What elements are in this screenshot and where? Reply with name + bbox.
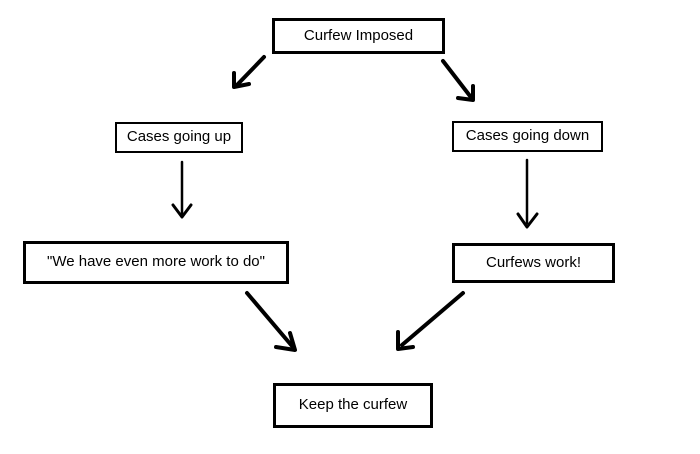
arrow-more-work-to-keep-curfew xyxy=(245,291,297,352)
arrow-curfews-work-to-keep-curfew xyxy=(396,291,465,351)
node-cases-going-down: Cases going down xyxy=(452,121,603,152)
node-curfews-work: Curfews work! xyxy=(452,243,615,283)
arrow-curfew-to-cases-down xyxy=(441,59,475,102)
node-curfew-imposed-label: Curfew Imposed xyxy=(303,26,414,44)
node-curfews-work-label: Curfews work! xyxy=(485,253,582,271)
arrow-curfew-to-cases-up xyxy=(232,55,266,89)
arrow-cases-up-to-more-work xyxy=(171,160,193,219)
node-curfew-imposed: Curfew Imposed xyxy=(272,18,445,54)
node-keep-the-curfew: Keep the curfew xyxy=(273,383,433,428)
node-cases-going-down-label: Cases going down xyxy=(465,127,590,145)
node-keep-the-curfew-label: Keep the curfew xyxy=(298,396,408,414)
node-cases-going-up: Cases going up xyxy=(115,122,243,153)
arrow-cases-down-to-curfews-work xyxy=(516,158,539,229)
node-cases-going-up-label: Cases going up xyxy=(126,128,232,146)
node-more-work-to-do: "We have even more work to do" xyxy=(23,241,289,284)
node-more-work-to-do-label: "We have even more work to do" xyxy=(47,253,265,271)
